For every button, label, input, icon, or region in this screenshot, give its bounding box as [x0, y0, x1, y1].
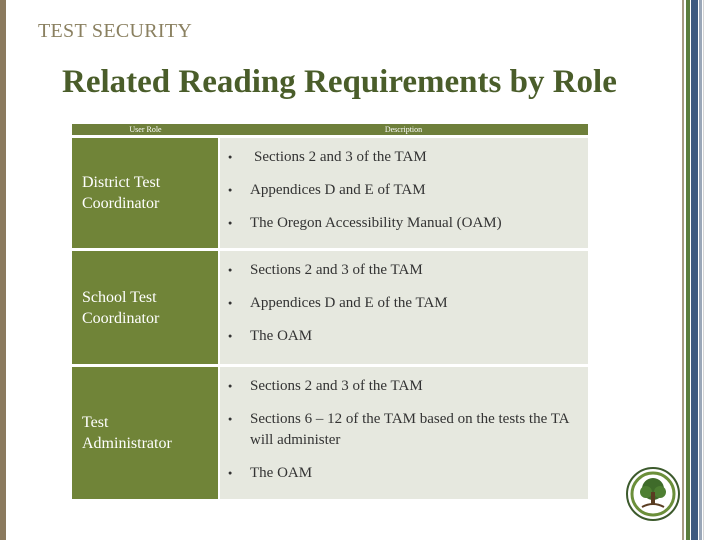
header-user-role: User Role	[72, 124, 219, 137]
table-header-row: User Role Description	[72, 124, 588, 137]
requirement-list: Sections 2 and 3 of the TAM Sections 6 –…	[220, 367, 588, 484]
role-line: Test	[82, 413, 109, 431]
description-cell: Sections 2 and 3 of the TAM Appendices D…	[218, 248, 588, 366]
slide-title: Related Reading Requirements by Role	[62, 64, 617, 100]
table-row: Test Administrator Sections 2 and 3 of t…	[72, 364, 588, 499]
requirement-item: The OAM	[220, 326, 588, 347]
requirement-list: Sections 2 and 3 of the TAM Appendices D…	[220, 251, 588, 347]
requirement-item: Sections 2 and 3 of the TAM	[220, 260, 588, 281]
requirement-item: Appendices D and E of the TAM	[220, 293, 588, 314]
right-border-stripe	[699, 0, 702, 540]
requirement-item: The Oregon Accessibility Manual (OAM)	[220, 213, 588, 234]
right-border-stripe	[691, 0, 698, 540]
oregon-department-of-education-seal-icon	[626, 467, 680, 521]
requirement-list: Sections 2 and 3 of the TAM Appendices D…	[220, 138, 588, 234]
requirement-item: Sections 6 – 12 of the TAM based on the …	[220, 409, 588, 451]
left-decorative-bar	[0, 0, 6, 540]
right-border-stripe	[686, 0, 690, 540]
description-cell: Sections 2 and 3 of the TAM Sections 6 –…	[218, 364, 588, 499]
role-cell-test-administrator: Test Administrator	[72, 364, 219, 499]
table-row: School Test Coordinator Sections 2 and 3…	[72, 248, 588, 366]
description-cell: Sections 2 and 3 of the TAM Appendices D…	[218, 135, 588, 250]
role-line: School Test	[82, 288, 157, 306]
requirement-item: Sections 2 and 3 of the TAM	[220, 376, 588, 397]
role-line: Coordinator	[82, 195, 160, 212]
requirement-item: The OAM	[220, 463, 588, 484]
section-label: TEST SECURITY	[38, 20, 193, 42]
role-line: Coordinator	[82, 309, 160, 327]
role-line: Administrator	[82, 434, 172, 452]
header-description: Description	[219, 124, 588, 137]
role-cell-school-test-coordinator: School Test Coordinator	[72, 248, 219, 366]
role-cell-district-test-coordinator: District Test Coordinator	[72, 135, 219, 250]
requirement-item: Appendices D and E of TAM	[220, 180, 588, 201]
right-border-stripe	[682, 0, 684, 540]
right-border-stripe	[703, 0, 720, 540]
role-line: District Test	[82, 174, 161, 191]
requirement-item: Sections 2 and 3 of the TAM	[220, 147, 588, 168]
requirements-table: User Role Description District Test Coor…	[72, 124, 588, 499]
table-row: District Test Coordinator Sections 2 and…	[72, 135, 588, 250]
